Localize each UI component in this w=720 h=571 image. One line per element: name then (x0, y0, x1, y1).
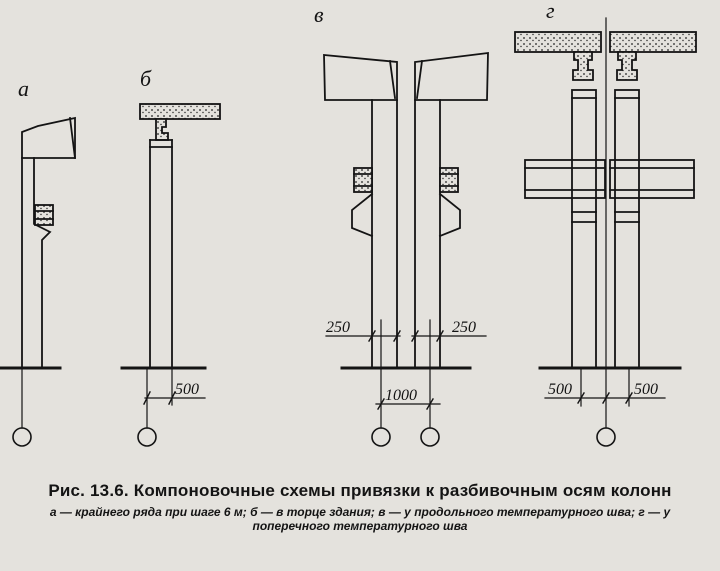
dim-v-right: 250 (452, 319, 476, 336)
axis-marker-v-right (420, 427, 440, 447)
axis-marker-g (596, 427, 616, 447)
scheme-label-v: в (314, 2, 324, 27)
axis-marker-v-left (371, 427, 391, 447)
roof-slab-g-left (514, 31, 602, 53)
figure-caption: Рис. 13.6. Компоновочные схемы привязки … (0, 462, 720, 533)
caption-title: Рис. 13.6. Компоновочные схемы привязки … (48, 481, 672, 500)
column-binding-diagram: а б в г 500 250 250 1000 500 500 (0, 0, 697, 447)
scheme-label-a: а (18, 76, 29, 101)
crane-runway-g-left (524, 159, 606, 199)
crane-runway-g-right (609, 159, 695, 199)
scheme-label-b: б (140, 66, 152, 91)
dim-v-left: 250 (326, 319, 350, 336)
crane-beam-a (34, 204, 54, 226)
caption-legend: а — крайнего ряда при шаге 6 м; б — в то… (49, 505, 671, 533)
dim-g-right: 500 (634, 381, 658, 398)
axis-marker-b (137, 427, 157, 447)
dim-g-left: 500 (548, 381, 572, 398)
scheme-b (120, 103, 221, 447)
scheme-label-g: г (546, 0, 555, 23)
dim-b-offset: 500 (175, 381, 199, 398)
crane-beam-v-right (439, 167, 459, 193)
roof-slab-g-right (609, 31, 697, 53)
scheme-a (0, 116, 77, 447)
scheme-v (323, 51, 489, 447)
crane-beam-v-left (353, 167, 373, 193)
dim-v-gap: 1000 (385, 387, 417, 404)
roof-slab-b (139, 103, 221, 120)
scheme-g (514, 17, 697, 447)
axis-marker-a (12, 427, 32, 447)
